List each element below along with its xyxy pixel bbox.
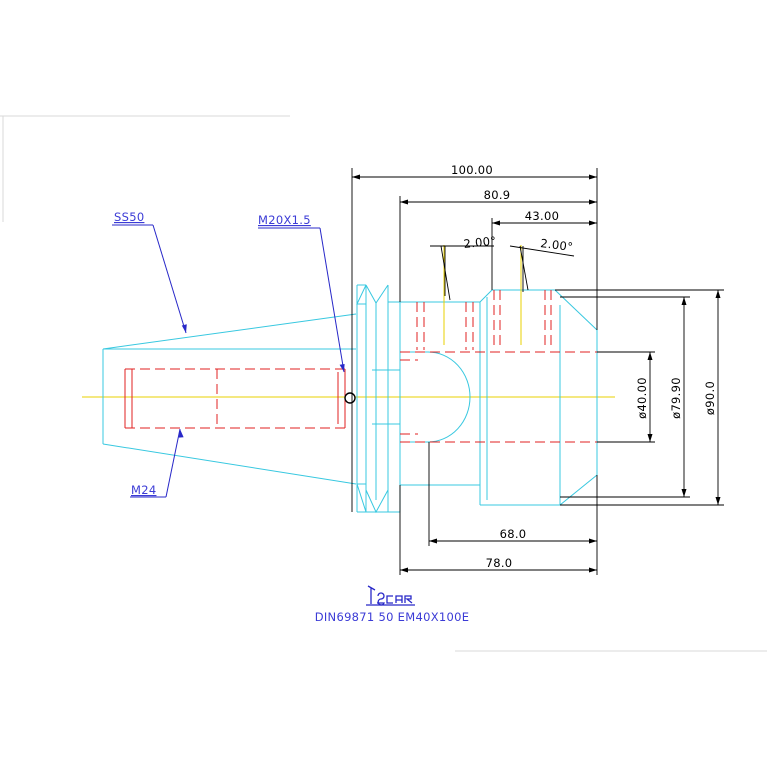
dim-chamfer-left: 2.00°	[463, 234, 497, 251]
callout-ss50: SS50	[114, 210, 144, 224]
dim-dia-90: ø90.0	[703, 381, 717, 415]
dim-80-9: 80.9	[484, 188, 511, 202]
dim-chamfer-right: 2.00°	[540, 236, 574, 254]
dim-100: 100.00	[451, 163, 493, 177]
dimension-lines	[351, 168, 724, 575]
callout-arrowheads	[178, 324, 345, 438]
frame-lines	[0, 115, 767, 652]
callout-m20x1-5: M20X1.5	[258, 213, 311, 227]
bore-center-marks	[443, 245, 522, 345]
taper-outline	[102, 313, 357, 485]
dim-dia-40: ø40.00	[635, 377, 649, 419]
hidden-lines	[124, 290, 597, 443]
callout-m24: M24	[131, 483, 156, 497]
arrowheads	[352, 174, 721, 573]
iscar-logo	[366, 585, 415, 606]
dim-78: 78.0	[486, 556, 513, 570]
dim-dia-79-9: ø79.90	[669, 377, 683, 419]
coolant-hole-circle	[344, 392, 356, 404]
dim-68: 68.0	[500, 527, 527, 541]
dim-43: 43.00	[525, 209, 559, 223]
callout-leaders	[112, 224, 345, 498]
flange-outline	[356, 284, 401, 514]
designation-text: DIN69871 50 EM40X100E	[315, 610, 470, 624]
body-outline	[400, 289, 598, 506]
